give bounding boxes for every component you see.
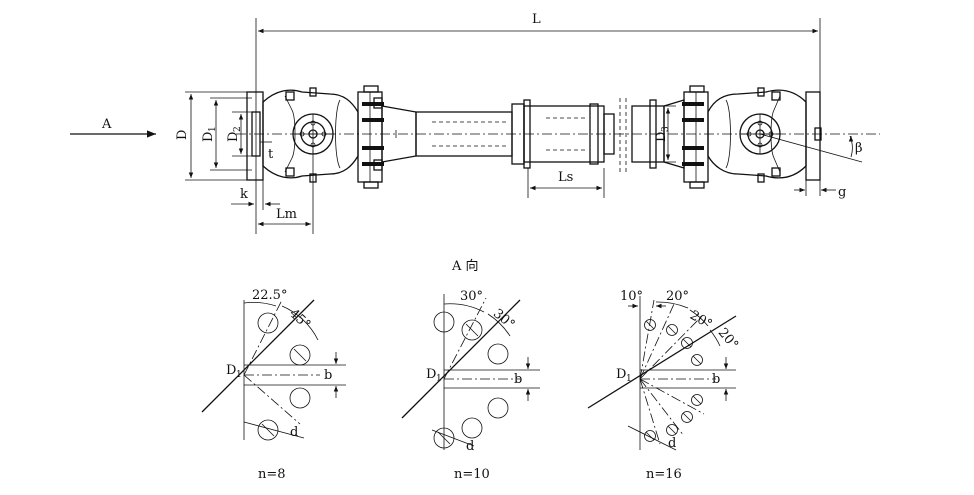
right-end-flange: β g [759,91,863,200]
label-Lm: Lm [276,207,297,222]
n16-angle-b: 20° [666,289,689,304]
spline-sleeve: Ls [523,99,615,198]
n8-angle-a: 22.5° [252,288,287,303]
n8-label-b: b [324,368,332,383]
svg-text:D: D [226,363,236,378]
svg-text:3: 3 [661,126,671,132]
n10-caption: n=10 [454,467,490,482]
label-k: k [240,187,248,202]
n16-angle-d: 20° [715,325,741,352]
n10-label-d: d [466,439,474,454]
label-L: L [532,12,541,27]
label-Ls: Ls [558,170,573,185]
shaft-tube-right: D 3 [631,99,685,169]
right-bolted-flange [682,85,709,189]
n16-label-d: d [668,436,676,451]
left-yoke [262,87,359,183]
break-lines [619,98,627,172]
label-D2: D 2 [226,126,243,142]
svg-text:D: D [426,367,436,382]
svg-text:1: 1 [626,374,632,384]
n8-caption: n=8 [258,467,286,482]
n10-angle-b: 30° [490,306,517,332]
n8-label-D1: D 1 [226,363,242,380]
label-D: D [175,130,190,140]
svg-text:D: D [654,132,669,142]
flange-view-n16: 10° 20° 20° 20° D 1 b d n=16 [587,289,741,482]
svg-text:D: D [226,132,241,142]
svg-text:2: 2 [233,126,243,132]
n16-angle-a: 10° [620,289,643,304]
svg-text:1: 1 [236,370,242,380]
label-beta: β [855,141,863,156]
label-D1: D 1 [201,126,218,142]
label-D3: D 3 [654,126,671,142]
svg-text:D: D [201,132,216,142]
left-bolted-flange [357,85,384,189]
n16-angle-c: 20° [687,308,714,333]
n10-label-b: b [514,372,522,387]
label-t: t [268,147,274,162]
n10-label-D1: D 1 [426,367,442,384]
left-flange: D D 1 D 2 t k Lm [175,91,314,234]
n16-caption: n=16 [646,467,682,482]
n10-angle-a: 30° [460,289,483,304]
label-g: g [838,185,846,200]
svg-text:1: 1 [208,126,218,132]
right-yoke [707,87,807,183]
n8-label-d: d [290,425,298,440]
dimension-L: L [255,12,821,234]
main-side-view: L A D D 1 D [70,12,880,234]
view-title: A 向 [451,258,479,274]
view-direction-arrow-A: A [70,117,156,138]
svg-text:1: 1 [436,374,442,384]
flange-view-n8: 22.5° 45° D 1 b d n=8 [201,288,346,482]
n16-label-b: b [712,372,720,387]
label-A: A [101,117,112,132]
flange-view-n10: 30° 30° D 1 b d n=10 [401,289,540,482]
svg-text:D: D [616,367,626,382]
n16-label-D1: D 1 [616,367,632,384]
